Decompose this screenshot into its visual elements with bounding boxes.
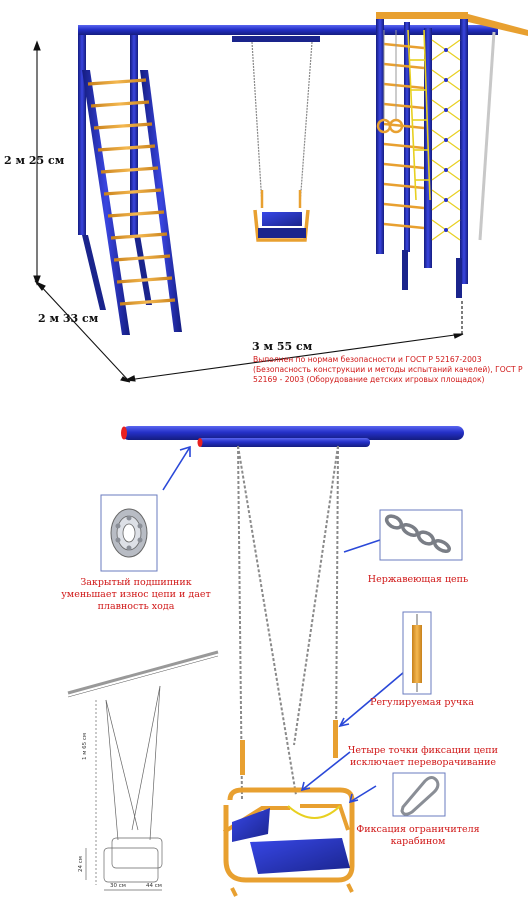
chain-inset: [379, 509, 463, 561]
pointer-arrows: [162, 445, 405, 804]
handle-callout: Регулируемая ручка: [370, 697, 474, 708]
width-dimension: 3 м 55 см: [252, 340, 313, 353]
chain-callout: Нержавеющая цепь: [367, 574, 469, 585]
bearing-callout: Закрытый подшипник уменьшает износ цепи …: [61, 577, 211, 612]
depth-dimension: 2 м 33 см: [38, 312, 99, 325]
top-swing: [251, 41, 313, 242]
fixation-callout: Четыре точки фиксации цепи исключает пер…: [348, 745, 498, 768]
small-seat-depth-dimension: 30 см: [110, 883, 126, 889]
gost-line-3: 52169 - 2003 (Оборудование детских игров…: [253, 375, 485, 385]
wireframe-swing: [67, 650, 219, 891]
carabiner-inset: [392, 772, 446, 817]
small-height-dimension: 1 м 65 см: [82, 732, 88, 760]
main-swing: [121, 426, 464, 897]
height-dimension: 2 м 25 см: [4, 154, 65, 167]
carabiner-callout: Фиксация ограничителя карабином: [356, 824, 480, 847]
dimension-lines: [33, 40, 464, 383]
handle-inset: [402, 611, 432, 695]
small-seat-width-dimension: 44 см: [146, 883, 162, 889]
small-seat-height-dimension: 24 см: [78, 856, 84, 872]
gost-line-2: (Безопасность конструкции и методы испыт…: [253, 365, 523, 375]
bearing-inset: [100, 494, 158, 572]
gost-note: Выполнен по нормам безопасности и ГОСТ Р…: [253, 355, 525, 385]
playground-frame: [78, 12, 528, 335]
gost-line-1: Выполнен по нормам безопасности и ГОСТ Р…: [253, 355, 482, 364]
